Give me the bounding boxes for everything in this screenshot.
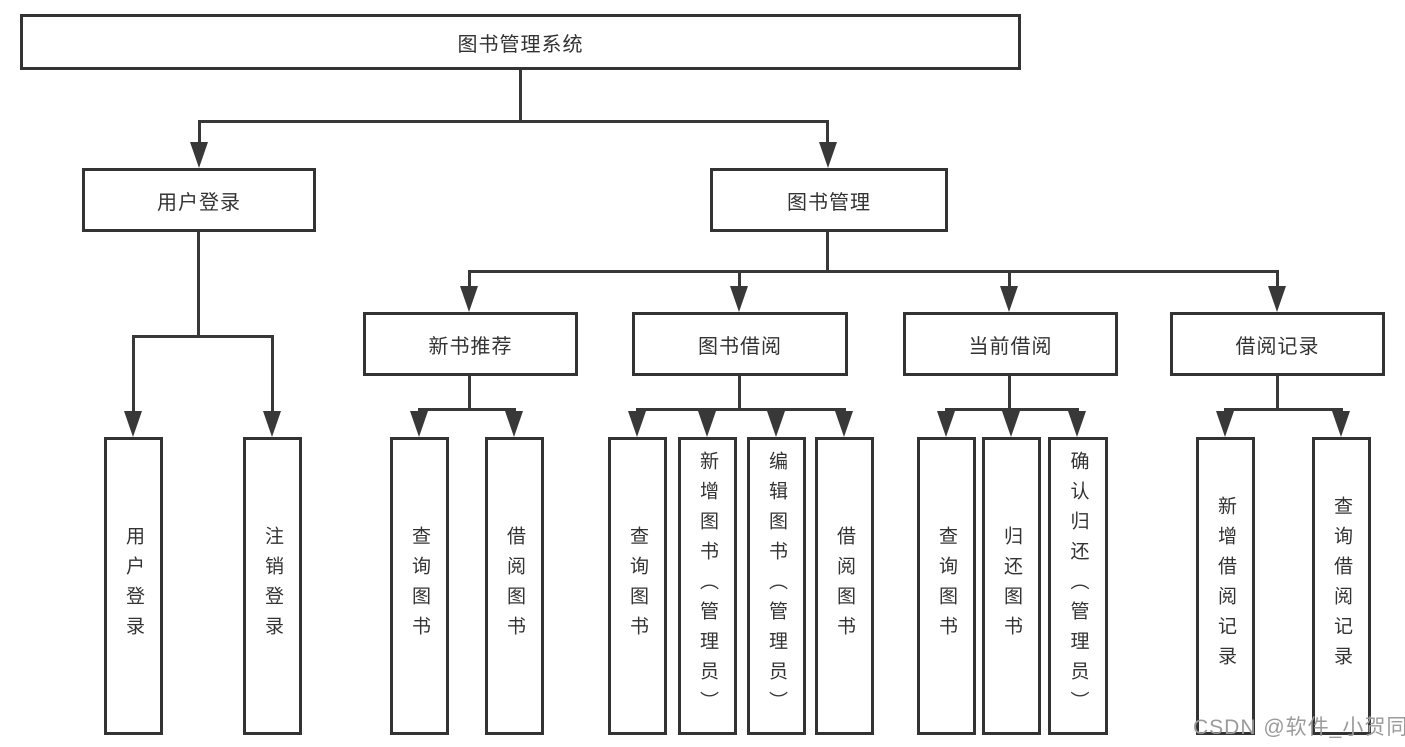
node-label: 确认归还（管理员） [1067,451,1089,721]
node-label: 借阅图书 [834,526,855,646]
connector-line [468,270,1279,273]
connector-line [468,270,471,290]
arrowhead-down-icon [698,411,716,437]
node-borrowing-records: 借阅记录 [1170,312,1385,376]
node-borrow-books-borrowing: 借阅图书 [815,437,874,735]
arrowhead-down-icon [1068,411,1086,437]
connector-line [519,70,522,120]
node-add-borrow-record: 新增借阅记录 [1196,437,1255,735]
node-label: 查询图书 [627,526,648,646]
arrowhead-down-icon [124,411,142,437]
node-library-management-system: 图书管理系统 [20,14,1021,70]
node-confirm-return-admin: 确认归还（管理员） [1048,437,1108,735]
node-borrow-books-recommend: 借阅图书 [485,437,544,735]
node-logout-action: 注销登录 [243,437,302,735]
connector-line [197,232,200,335]
connector-line [271,335,274,415]
arrowhead-down-icon [1002,411,1020,437]
node-label: 新书推荐 [428,335,513,358]
node-current-borrowing: 当前借阅 [903,312,1118,376]
node-label: 新增借阅记录 [1215,496,1236,676]
node-label: 图书借阅 [698,335,782,358]
node-label: 当前借阅 [968,335,1053,358]
connector-line [198,120,201,145]
node-label: 图书管理 [787,191,871,214]
csdn-watermark: CSDN @软件_小贺同学 [1193,716,1405,739]
connector-line [738,270,741,290]
node-query-borrow-record: 查询借阅记录 [1312,437,1371,735]
node-query-books-current: 查询图书 [917,437,976,735]
node-label: 编辑图书（管理员） [766,451,787,721]
node-new-book-recommendation: 新书推荐 [363,312,578,376]
arrowhead-down-icon [835,411,853,437]
arrowhead-down-icon [730,286,748,312]
connector-line [1224,408,1343,411]
node-label: 注销登录 [262,526,283,646]
node-query-books-borrowing: 查询图书 [608,437,667,735]
node-book-borrowing: 图书借阅 [632,312,848,376]
node-label: 用户登录 [123,526,144,646]
arrowhead-down-icon [190,142,208,168]
node-label: 图书管理系统 [457,33,584,56]
connector-line [636,408,846,411]
connector-line [198,120,829,123]
node-user-login-action: 用户登录 [104,437,163,735]
connector-line [826,232,829,270]
arrowhead-down-icon [1332,411,1350,437]
node-label: 查询借阅记录 [1331,496,1352,676]
node-label: 归还图书 [1001,526,1022,646]
connector-line [738,376,741,408]
arrowhead-down-icon [628,411,646,437]
arrowhead-down-icon [819,142,837,168]
node-user-login: 用户登录 [82,168,316,232]
connector-line [132,335,135,415]
node-book-management: 图书管理 [710,168,948,232]
arrowhead-down-icon [460,286,478,312]
connector-line [1008,270,1011,290]
node-label: 用户登录 [157,191,241,214]
connector-line [1008,376,1011,408]
node-label: 查询图书 [936,526,957,646]
arrowhead-down-icon [937,411,955,437]
arrowhead-down-icon [767,411,785,437]
connector-line [132,335,274,338]
arrowhead-down-icon [1268,286,1286,312]
node-label: 新增图书（管理员） [697,451,718,721]
node-query-books-recommend: 查询图书 [390,437,449,735]
connector-line [826,120,829,145]
node-return-books: 归还图书 [982,437,1041,735]
connector-line [468,376,471,408]
arrowhead-down-icon [263,411,281,437]
arrowhead-down-icon [410,411,428,437]
arrowhead-down-icon [505,411,523,437]
connector-line [1276,376,1279,408]
node-edit-books-admin: 编辑图书（管理员） [747,437,806,735]
node-label: 借阅记录 [1235,335,1320,358]
arrowhead-down-icon [1000,286,1018,312]
connector-line [1276,270,1279,290]
node-add-books-admin: 新增图书（管理员） [678,437,737,735]
node-label: 查询图书 [409,526,430,646]
node-label: 借阅图书 [504,526,525,646]
connector-line [418,408,516,411]
arrowhead-down-icon [1216,411,1234,437]
